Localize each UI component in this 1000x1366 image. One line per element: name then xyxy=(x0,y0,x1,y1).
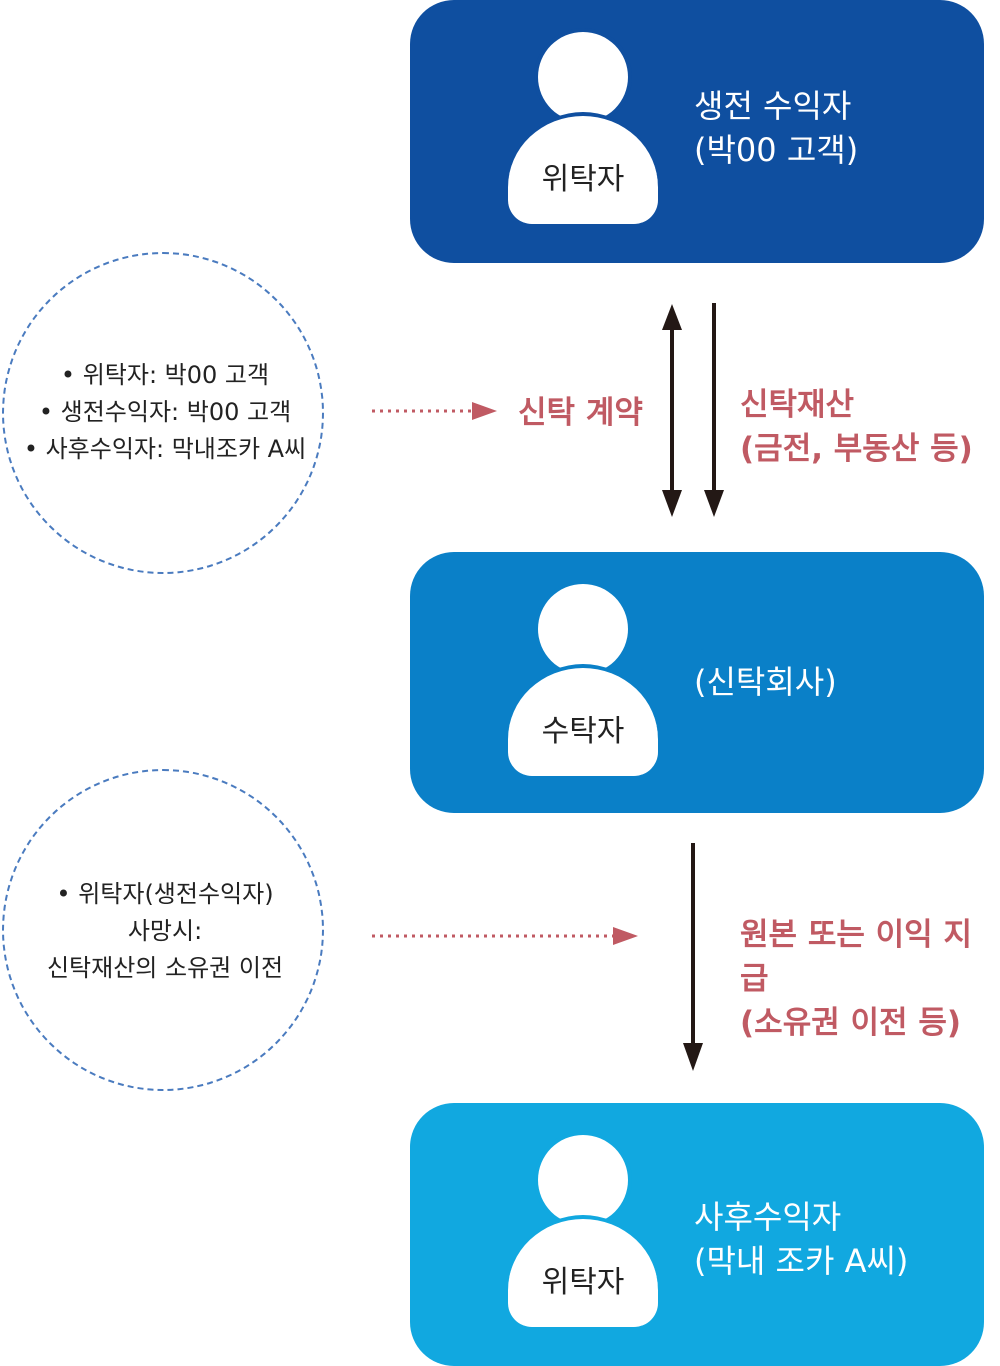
settlor-card: 위탁자 생전 수익자 (박00 고객) xyxy=(410,0,984,263)
trustee-card: 수탁자 (신탁회사) xyxy=(410,552,984,813)
contract-label: 신탁 계약 xyxy=(518,395,643,431)
avatar-head xyxy=(538,32,628,122)
card-label: (신탁회사) xyxy=(694,663,837,701)
down-arrow xyxy=(704,303,724,517)
role-label: 위탁자 xyxy=(541,162,625,197)
property-label: 신탁재산 (금전, 부동산 등) xyxy=(740,387,973,467)
card-label: 생전 수익자 (박00 고객) xyxy=(694,87,859,169)
user-icon: 위탁자 xyxy=(508,32,658,224)
note-text: • 위탁자: 박00 고객 • 생전수익자: 박00 고객 • 사후수익자: 막… xyxy=(23,361,307,463)
bidirectional-arrow xyxy=(662,304,682,517)
avatar-body xyxy=(508,1215,658,1327)
payment-label: 원본 또는 이익 지급 (소유권 이전 등) xyxy=(740,917,973,1041)
role-label: 위탁자 xyxy=(541,1265,625,1300)
avatar-head xyxy=(538,1135,628,1225)
note-circle xyxy=(2,252,324,574)
down-arrow xyxy=(683,843,703,1071)
post-death-beneficiary-card: 위탁자 사후수익자 (막내 조카 A씨) xyxy=(410,1103,984,1366)
user-icon: 위탁자 xyxy=(508,1135,658,1327)
note-text: • 위탁자(생전수익자) 사망시: 신탁재산의 소유권 이전 xyxy=(46,880,284,982)
card-label: 사후수익자 (막내 조카 A씨) xyxy=(694,1198,909,1280)
dotted-arrow xyxy=(372,927,638,945)
user-icon: 수탁자 xyxy=(508,584,658,776)
avatar-head xyxy=(538,584,628,674)
role-label: 수탁자 xyxy=(541,714,625,749)
note-circle xyxy=(2,769,324,1091)
avatar-body xyxy=(508,112,658,224)
avatar-body xyxy=(508,664,658,776)
dotted-arrow xyxy=(372,402,497,420)
